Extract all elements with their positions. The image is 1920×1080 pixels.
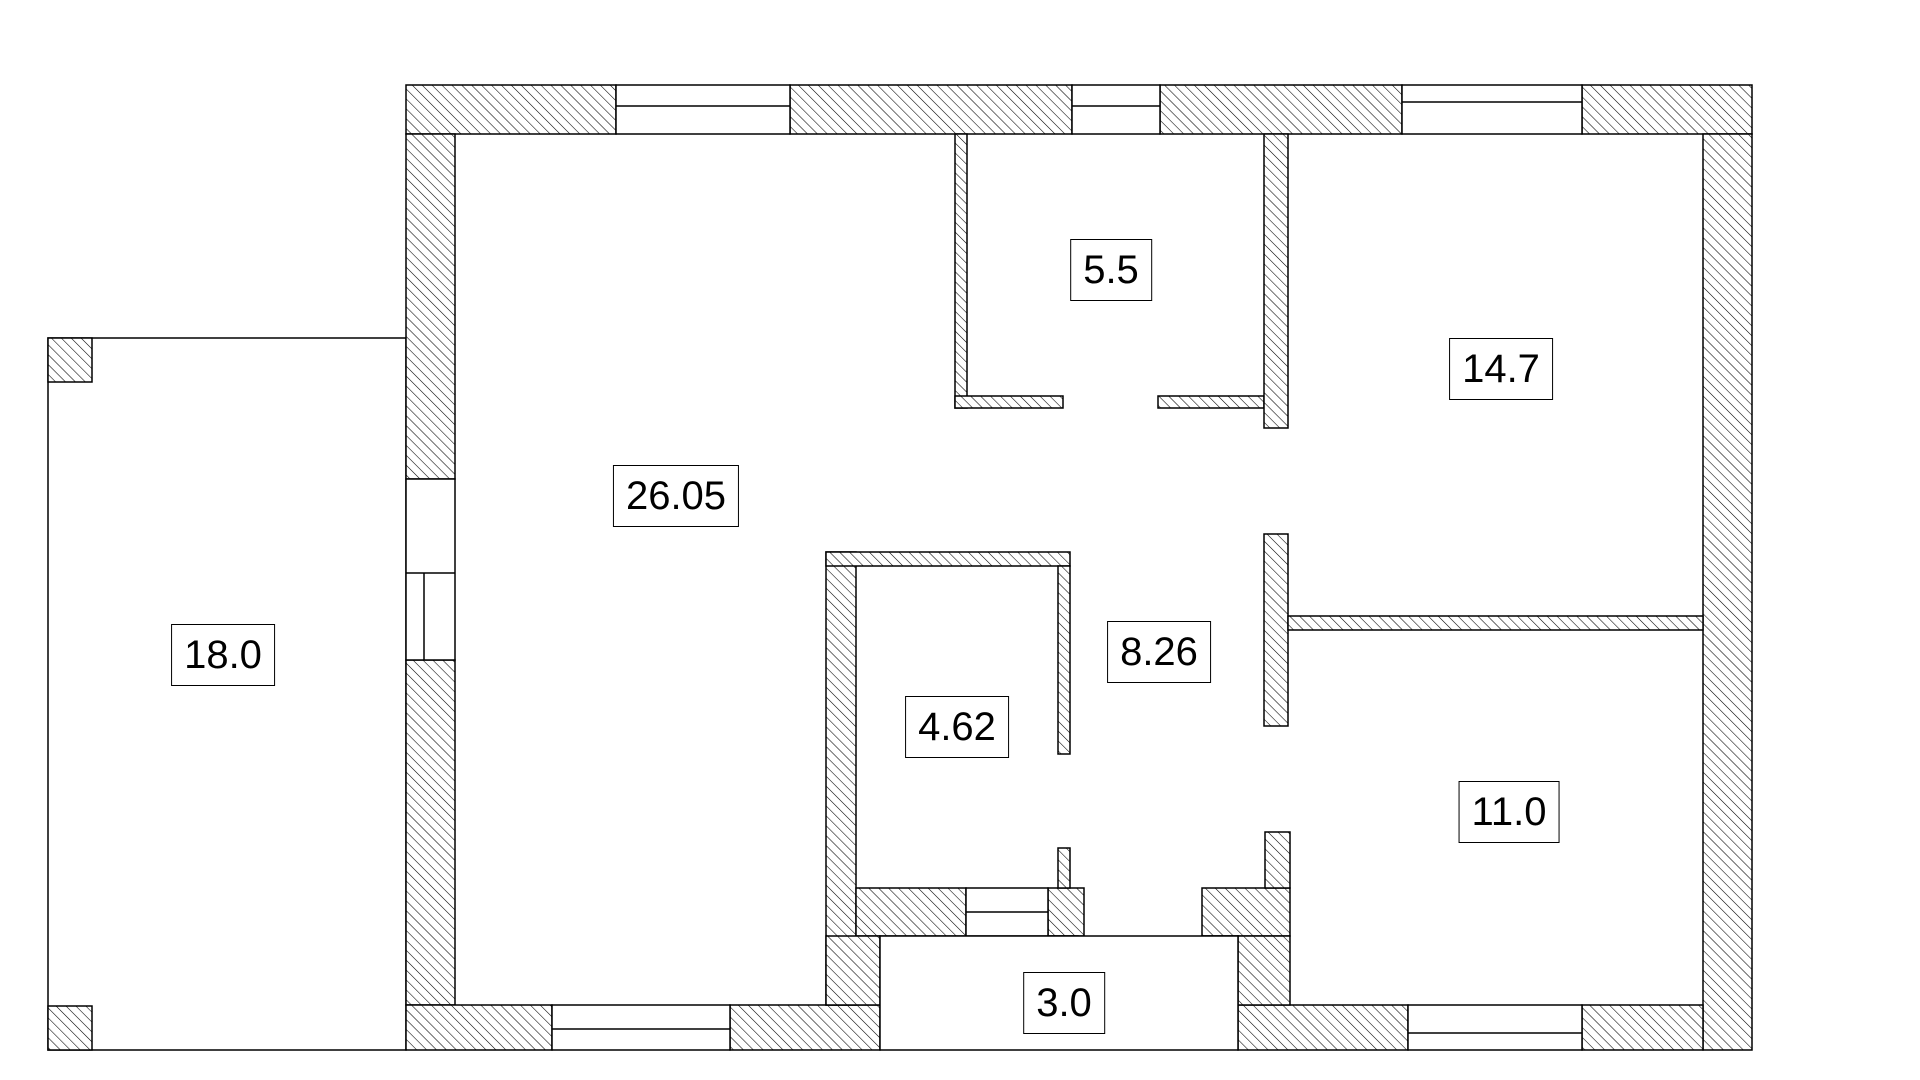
terrace-column-top	[47, 337, 93, 383]
room-area-bedroom-top-right: 14.7	[1449, 338, 1553, 400]
room-area-living: 26.05	[612, 465, 740, 527]
windows	[405, 84, 1583, 1051]
room-area-bedroom-bottom-right: 11.0	[1458, 781, 1560, 843]
room-area-hall: 8.26	[1107, 621, 1211, 683]
room-area-bathroom: 4.62	[905, 696, 1009, 758]
room-area-terrace: 18.0	[171, 624, 275, 686]
terrace-column-bottom	[47, 1005, 93, 1051]
room-area-entrance: 3.0	[1023, 972, 1105, 1034]
interior-walls	[825, 133, 1704, 889]
terrace-outline	[47, 337, 407, 1051]
outer-walls	[405, 84, 1753, 1051]
room-area-storage: 5.5	[1070, 239, 1152, 301]
